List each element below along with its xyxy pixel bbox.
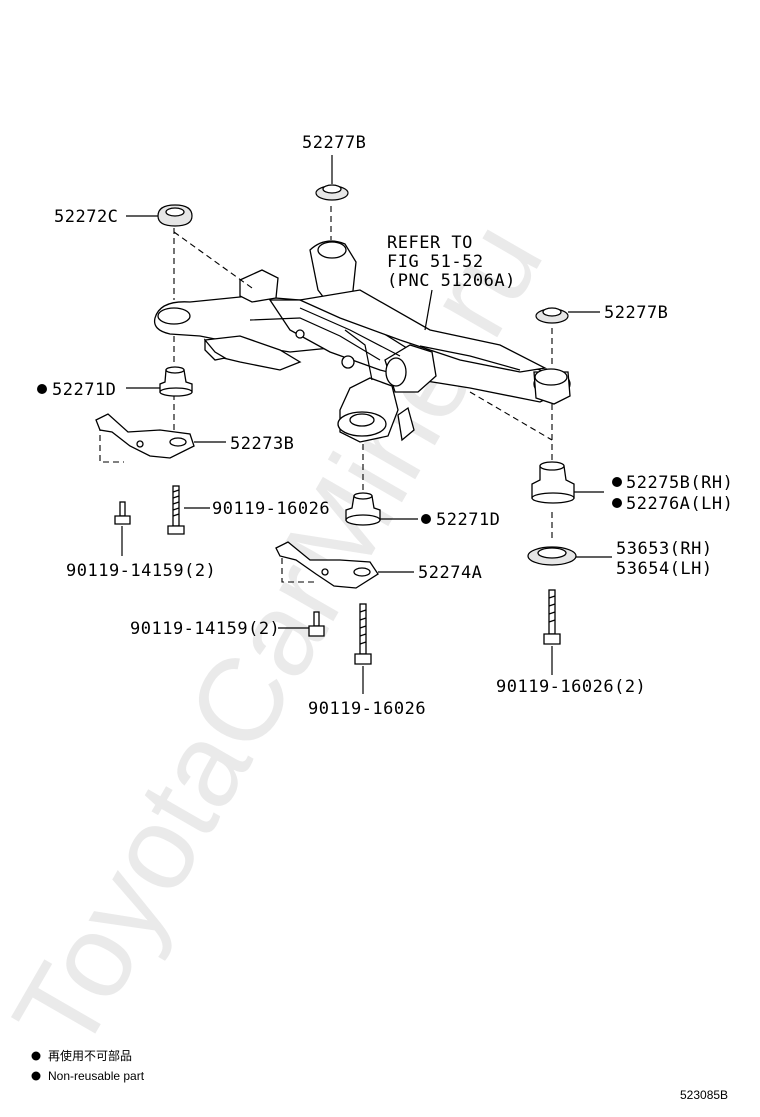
non-reusable-dot-52271d-left bbox=[37, 384, 47, 394]
label-53653: 53653(RH) bbox=[616, 539, 713, 559]
bolt-90119-16026-right bbox=[543, 589, 561, 645]
label-90119-16026-left: 90119-16026 bbox=[212, 499, 330, 519]
reference-note-line1: REFER TO bbox=[387, 233, 473, 253]
label-52275b: 52275B(RH) bbox=[626, 473, 733, 493]
non-reusable-dot-52275b bbox=[612, 477, 622, 487]
label-52271d-left: 52271D bbox=[52, 380, 116, 400]
bushing-52271d-center bbox=[345, 492, 381, 526]
label-52272c: 52272C bbox=[54, 207, 118, 227]
leader-lines bbox=[121, 155, 612, 694]
label-90119-14159-center: 90119-14159(2) bbox=[130, 619, 280, 639]
legend-dot-japanese bbox=[31, 1051, 41, 1061]
bolt-90119-16026-left bbox=[167, 485, 185, 535]
legend-dot-english bbox=[31, 1071, 41, 1081]
label-52273b: 52273B bbox=[230, 434, 294, 454]
bolt-90119-16026-center bbox=[354, 603, 372, 665]
cushion-52277b-right bbox=[535, 307, 569, 324]
label-52277b-top: 52277B bbox=[302, 133, 366, 153]
centerlines bbox=[99, 206, 553, 583]
washer-53653-53654 bbox=[527, 546, 577, 566]
label-90119-16026-center: 90119-16026 bbox=[308, 699, 426, 719]
label-53654: 53654(LH) bbox=[616, 559, 713, 579]
non-reusable-dot-52276a bbox=[612, 498, 622, 508]
bolt-90119-14159-left bbox=[114, 501, 131, 525]
bracket-52273b bbox=[95, 413, 195, 459]
legend: 再使用不可部品 Non-reusable part bbox=[31, 1048, 145, 1083]
legend-japanese: 再使用不可部品 bbox=[48, 1048, 132, 1063]
legend-english: Non-reusable part bbox=[48, 1069, 145, 1083]
rear-suspension-member bbox=[153, 240, 571, 443]
bracket-52274a bbox=[275, 541, 379, 589]
reference-note: REFER TO FIG 51-52 (PNC 51206A) bbox=[387, 233, 516, 291]
stopper-52272c bbox=[157, 204, 193, 227]
figure-code: 523085B bbox=[680, 1088, 728, 1102]
label-52271d-center: 52271D bbox=[436, 510, 500, 530]
reference-note-line3: (PNC 51206A) bbox=[387, 271, 516, 291]
label-52274a: 52274A bbox=[418, 563, 482, 583]
bushing-52275b-52276a bbox=[531, 461, 575, 504]
bolt-90119-14159-center bbox=[308, 611, 325, 637]
non-reusable-dot-52271d-center bbox=[421, 514, 431, 524]
label-90119-16026-right: 90119-16026(2) bbox=[496, 677, 646, 697]
reference-note-line2: FIG 51-52 bbox=[387, 252, 484, 272]
label-90119-14159-left: 90119-14159(2) bbox=[66, 561, 216, 581]
bushing-52271d-left bbox=[159, 366, 193, 397]
label-52276a: 52276A(LH) bbox=[626, 494, 733, 514]
label-52277b-right: 52277B bbox=[604, 303, 668, 323]
cushion-52277b-top bbox=[315, 184, 349, 201]
